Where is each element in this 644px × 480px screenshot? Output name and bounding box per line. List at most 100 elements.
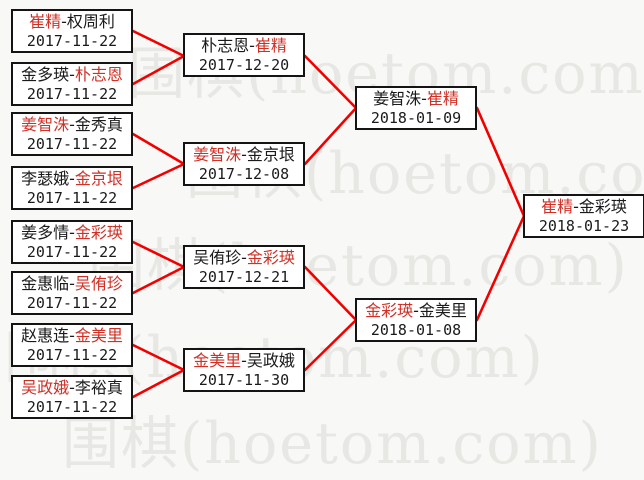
player-name: 金彩瑛 — [246, 248, 295, 267]
match-players: 崔精-权周利 — [13, 12, 131, 32]
match-date: 2018-01-08 — [370, 321, 462, 339]
match-box-r1-5: 姜多情-金彩瑛 2017-11-22 — [11, 220, 133, 264]
player-name: 金彩瑛 — [74, 223, 123, 242]
player-name: 崔精 — [541, 197, 574, 216]
player-name: 金美里 — [193, 351, 242, 370]
player-name: 金京垠 — [246, 145, 295, 164]
player-name: 崔精 — [29, 12, 62, 31]
match-box-r2-2: 姜智洙-金京垠 2017-12-08 — [183, 142, 305, 186]
connector-line — [131, 343, 186, 372]
match-date: 2017-12-08 — [198, 165, 290, 183]
match-date: 2017-12-21 — [198, 268, 290, 286]
separator: - — [573, 197, 579, 216]
match-date: 2017-11-22 — [26, 85, 118, 103]
separator: - — [69, 115, 75, 134]
player-name: 吴政娥 — [21, 378, 70, 397]
separator: - — [69, 223, 75, 242]
match-players: 姜智洙-金秀真 — [13, 115, 131, 135]
match-box-sf-2: 金彩瑛-金美里 2018-01-08 — [355, 298, 477, 342]
player-name: 金彩瑛 — [365, 301, 414, 320]
match-date: 2017-11-22 — [26, 243, 118, 261]
separator: - — [69, 274, 75, 293]
match-box-r2-4: 金美里-吴政娥 2017-11-30 — [183, 348, 305, 392]
player-name: 金惠临 — [21, 274, 70, 293]
connector-line — [131, 265, 186, 295]
player-name: 金秀真 — [74, 115, 123, 134]
player-name: 金京垠 — [74, 169, 123, 188]
connector-line — [131, 368, 186, 399]
connector-line — [131, 29, 186, 58]
player-name: 姜多情 — [21, 223, 70, 242]
match-box-r2-3: 吴侑珍-金彩瑛 2017-12-21 — [183, 245, 305, 289]
player-name: 朴志恩 — [74, 65, 123, 84]
player-name: 李瑟娥 — [21, 169, 70, 188]
connector-line — [131, 162, 186, 190]
connector-line — [131, 54, 186, 86]
player-name: 朴志恩 — [201, 36, 250, 55]
match-box-sf-1: 姜智洙-崔精 2018-01-09 — [355, 86, 477, 130]
player-name: 姜智洙 — [373, 89, 422, 108]
separator: - — [249, 36, 255, 55]
match-box-r1-4: 李瑟娥-金京垠 2017-11-22 — [11, 166, 133, 210]
match-date: 2017-11-30 — [198, 371, 290, 389]
match-players: 金美里-吴政娥 — [185, 351, 303, 371]
player-name: 吴政娥 — [246, 351, 295, 370]
match-date: 2017-11-22 — [26, 135, 118, 153]
match-box-r1-1: 崔精-权周利 2017-11-22 — [11, 9, 133, 53]
match-box-r2-1: 朴志恩-崔精 2017-12-20 — [183, 33, 305, 77]
separator: - — [413, 301, 419, 320]
match-date: 2018-01-23 — [538, 217, 630, 235]
player-name: 金美里 — [418, 301, 467, 320]
player-name: 吴侑珍 — [193, 248, 242, 267]
player-name: 权周利 — [66, 12, 115, 31]
player-name: 赵惠连 — [21, 326, 70, 345]
match-date: 2017-12-20 — [198, 56, 290, 74]
player-name: 金多瑛 — [21, 65, 70, 84]
player-name: 金彩瑛 — [578, 197, 627, 216]
separator: - — [69, 378, 75, 397]
separator: - — [69, 65, 75, 84]
match-players: 赵惠连-金美里 — [13, 326, 131, 346]
separator: - — [421, 89, 427, 108]
player-name: 吴侑珍 — [74, 274, 123, 293]
connector-line — [303, 265, 358, 322]
connector-line — [303, 318, 358, 372]
match-players: 朴志恩-崔精 — [185, 36, 303, 56]
match-box-r1-8: 吴政娥-李裕真 2017-11-22 — [11, 375, 133, 419]
match-date: 2017-11-22 — [26, 32, 118, 50]
match-box-r1-3: 姜智洙-金秀真 2017-11-22 — [11, 112, 133, 156]
connector-line — [475, 214, 526, 322]
connector-line — [131, 240, 186, 269]
player-name: 李裕真 — [74, 378, 123, 397]
player-name: 姜智洙 — [193, 145, 242, 164]
match-players: 吴政娥-李裕真 — [13, 378, 131, 398]
player-name: 崔精 — [426, 89, 459, 108]
separator: - — [241, 248, 247, 267]
match-players: 崔精-金彩瑛 — [525, 197, 643, 217]
player-name: 崔精 — [254, 36, 287, 55]
separator: - — [241, 351, 247, 370]
player-name: 金美里 — [74, 326, 123, 345]
match-players: 姜多情-金彩瑛 — [13, 223, 131, 243]
connector-line — [131, 132, 186, 166]
separator: - — [241, 145, 247, 164]
match-players: 吴侑珍-金彩瑛 — [185, 248, 303, 268]
match-players: 姜智洙-崔精 — [357, 89, 475, 109]
match-date: 2017-11-22 — [26, 398, 118, 416]
match-players: 李瑟娥-金京垠 — [13, 169, 131, 189]
match-date: 2017-11-22 — [26, 189, 118, 207]
match-players: 姜智洙-金京垠 — [185, 145, 303, 165]
separator: - — [69, 169, 75, 188]
separator: - — [61, 12, 67, 31]
match-box-r1-7: 赵惠连-金美里 2017-11-22 — [11, 323, 133, 367]
match-box-final: 崔精-金彩瑛 2018-01-23 — [523, 194, 644, 238]
match-box-r1-2: 金多瑛-朴志恩 2017-11-22 — [11, 62, 133, 106]
connector-line — [303, 54, 358, 110]
match-box-r1-6: 金惠临-吴侑珍 2017-11-22 — [11, 271, 133, 315]
match-players: 金多瑛-朴志恩 — [13, 65, 131, 85]
separator: - — [69, 326, 75, 345]
connector-line — [475, 106, 526, 218]
player-name: 姜智洙 — [21, 115, 70, 134]
match-date: 2018-01-09 — [370, 109, 462, 127]
match-players: 金惠临-吴侑珍 — [13, 274, 131, 294]
